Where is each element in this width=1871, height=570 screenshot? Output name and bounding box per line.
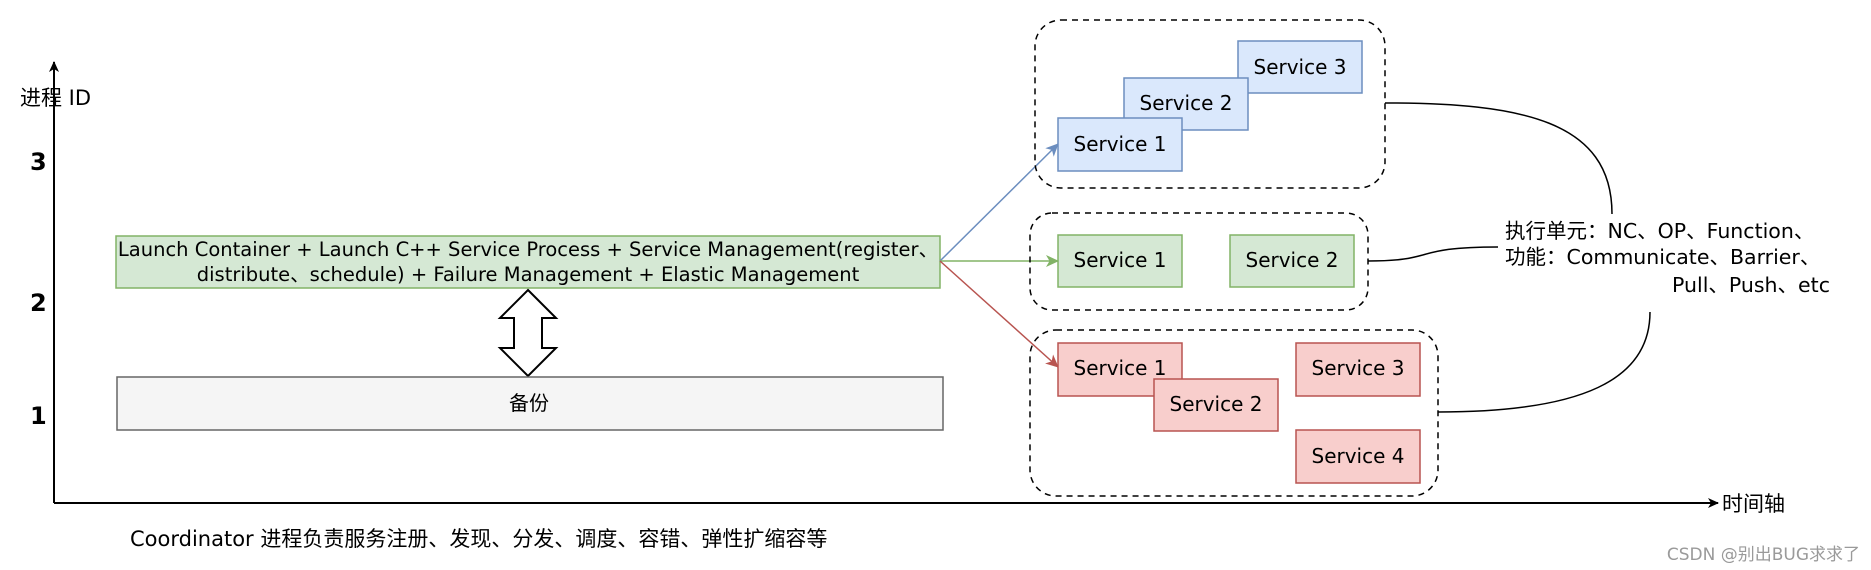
- watermark: CSDN @别出BUG求求了: [1667, 545, 1860, 565]
- y-tick-1: 1: [30, 402, 47, 430]
- red-service-4: Service 4: [1295, 429, 1421, 484]
- blue-service-2-label: Service 2: [1140, 91, 1233, 115]
- blue-service-2: Service 2: [1123, 77, 1249, 131]
- backup-box: 备份: [116, 376, 944, 431]
- blue-service-3: Service 3: [1237, 40, 1363, 94]
- green-service-1: Service 1: [1057, 234, 1183, 288]
- axes: 进程 ID 时间轴 3 2 1: [20, 61, 1785, 516]
- x-axis-label: 时间轴: [1722, 492, 1785, 516]
- coordinator-label-line2: distribute、schedule) + Failure Managemen…: [197, 263, 860, 286]
- red-service-2-label: Service 2: [1170, 392, 1263, 416]
- y-tick-2: 2: [30, 289, 47, 317]
- note-line2: 功能：Communicate、Barrier、: [1505, 245, 1820, 269]
- connector-red-arrow: [939, 260, 1059, 368]
- curve-red-to-note: [1437, 311, 1651, 413]
- coordinator-box: Launch Container + Launch C++ Service Pr…: [115, 235, 941, 289]
- backup-label: 备份: [509, 391, 549, 415]
- blue-service-group: Service 3 Service 2 Service 1: [1034, 19, 1386, 189]
- execution-unit-note: 执行单元：NC、OP、Function、 功能：Communicate、Barr…: [1505, 219, 1830, 297]
- green-service-group: Service 1 Service 2: [1029, 212, 1369, 311]
- red-service-3: Service 3: [1295, 342, 1421, 397]
- blue-service-1: Service 1: [1057, 117, 1183, 172]
- red-service-group: Service 1 Service 2 Service 3 Service 4: [1029, 329, 1439, 497]
- green-service-2: Service 2: [1229, 234, 1355, 288]
- curve-green-to-note: [1367, 246, 1499, 262]
- green-service-2-label: Service 2: [1246, 248, 1339, 272]
- red-service-1-label: Service 1: [1074, 356, 1167, 380]
- green-service-1-label: Service 1: [1074, 248, 1167, 272]
- y-tick-3: 3: [30, 148, 47, 176]
- note-line1: 执行单元：NC、OP、Function、: [1505, 219, 1814, 243]
- connector-blue-arrow: [939, 143, 1059, 262]
- red-service-4-label: Service 4: [1312, 444, 1405, 468]
- red-service-2: Service 2: [1153, 378, 1279, 432]
- caption: Coordinator 进程负责服务注册、发现、分发、调度、容错、弹性扩缩容等: [130, 527, 827, 551]
- double-arrow-icon: [497, 288, 559, 378]
- note-line3: Pull、Push、etc: [1672, 273, 1830, 297]
- coordinator-label-line1: Launch Container + Launch C++ Service Pr…: [118, 238, 938, 261]
- blue-service-3-label: Service 3: [1254, 55, 1347, 79]
- curve-blue-to-note: [1384, 102, 1613, 215]
- y-axis-label: 进程 ID: [20, 86, 91, 110]
- blue-service-1-label: Service 1: [1074, 132, 1167, 156]
- red-service-3-label: Service 3: [1312, 356, 1405, 380]
